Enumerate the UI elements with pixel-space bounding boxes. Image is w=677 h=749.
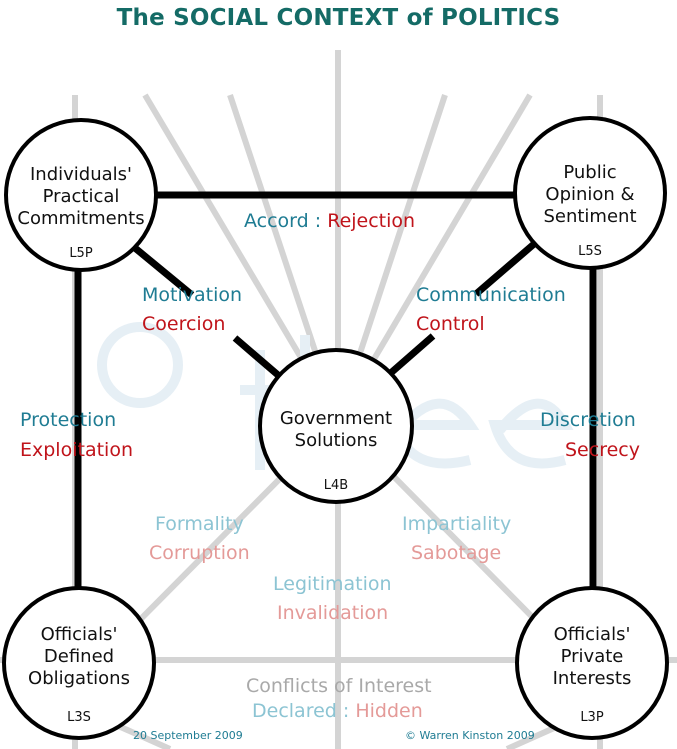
node-label-line: Government [279, 408, 393, 429]
node-government-solutions: Government Solutions L4B [258, 348, 414, 504]
node-label-line: Commitments [17, 208, 145, 229]
node-label-line: Officials' [40, 624, 118, 645]
link-negative: Rejection [327, 210, 416, 232]
link-separator: : [314, 210, 322, 232]
node-officials-private-interests: Officials' Private Interests L3P [515, 586, 669, 740]
node-public-opinion-sentiment: Public Opinion & Sentiment L5S [513, 116, 667, 270]
node-label: Public Opinion & Sentiment [517, 162, 663, 228]
link-impartiality-label: Impartiality [402, 513, 512, 535]
link-exploitation-label: Exploitation [20, 439, 133, 461]
node-label-line: Sentiment [543, 206, 637, 227]
link-top-right-center-line-lower [382, 333, 436, 381]
node-level-code: L4B [323, 478, 349, 493]
link-positive: Accord [244, 210, 309, 232]
link-invalidation-label: Invalidation [277, 602, 389, 624]
link-protection-label: Protection [20, 409, 117, 431]
node-label-line: Defined [43, 646, 115, 667]
link-bottom-label: Declared : Hidden [252, 700, 423, 722]
link-top-label: Accord : Rejection [244, 210, 415, 232]
node-label: Individuals' Practical Commitments [8, 164, 154, 230]
link-bottom-heading: Conflicts of Interest [246, 675, 432, 697]
link-top-left-center-line [132, 245, 195, 298]
node-level-code: L3P [580, 710, 604, 725]
link-positive: Declared [252, 700, 337, 722]
node-label-line: Practical [42, 186, 120, 207]
node-label-line: Interests [552, 668, 632, 689]
footer-copyright: © Warren Kinston 2009 [405, 729, 535, 742]
link-top-right-center-line [473, 241, 537, 297]
node-label: Officials' Defined Obligations [6, 624, 152, 690]
page-title: The SOCIAL CONTEXT of POLITICS [116, 5, 561, 31]
node-label-line: Private [560, 646, 624, 667]
footer-date: 20 September 2009 [133, 729, 243, 742]
node-label-line: Obligations [28, 668, 130, 689]
link-separator: : [342, 700, 350, 722]
link-coercion-label: Coercion [142, 313, 226, 335]
node-level-code: L5P [69, 246, 93, 261]
node-label: Government Solutions [262, 408, 410, 452]
link-legitimation-label: Legitimation [273, 573, 392, 595]
link-discretion-label: Discretion [540, 409, 636, 431]
node-label: Officials' Private Interests [519, 624, 665, 690]
node-individuals-practical-commitments: Individuals' Practical Commitments L5P [4, 118, 158, 272]
link-control-label: Control [416, 313, 485, 335]
node-label-line: Solutions [294, 430, 378, 451]
link-sabotage-label: Sabotage [411, 542, 502, 564]
node-officials-defined-obligations: Officials' Defined Obligations L3S [2, 586, 156, 740]
link-secrecy-label: Secrecy [565, 439, 640, 461]
node-label-line: Public [563, 162, 617, 183]
node-label-line: Opinion & [545, 184, 635, 205]
node-label-line: Individuals' [30, 164, 132, 185]
link-communication-label: Communication [416, 284, 566, 306]
link-motivation-label: Motivation [142, 284, 243, 306]
link-corruption-label: Corruption [149, 542, 250, 564]
link-formality-label: Formality [155, 513, 244, 535]
link-negative: Hidden [355, 700, 423, 722]
node-level-code: L5S [578, 244, 602, 259]
node-level-code: L3S [67, 710, 91, 725]
node-label-line: Officials' [553, 624, 631, 645]
